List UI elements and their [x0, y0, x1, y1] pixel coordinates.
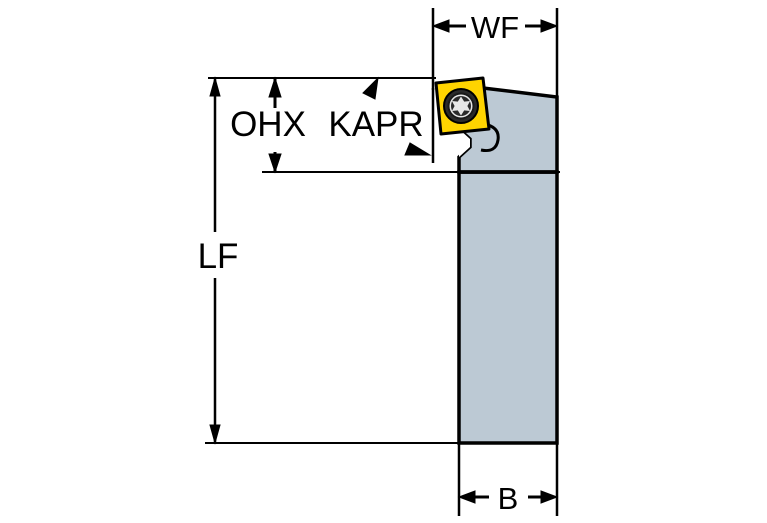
- dimension-label-b: B: [498, 481, 519, 516]
- dimension-label-lf: LF: [198, 237, 239, 276]
- dimension-label-kapr: KAPR: [328, 105, 423, 144]
- arrowhead-b-right: [540, 490, 559, 504]
- toolholder-body: [434, 76, 559, 445]
- dimension-label-ohx: OHX: [230, 105, 306, 144]
- seat-pocket-relief: [459, 129, 470, 157]
- arrowhead-kapr-upper: [362, 76, 379, 100]
- extension-lines: [205, 8, 560, 516]
- dimension-lf: LF: [198, 76, 239, 445]
- dimension-label-wf: WF: [471, 10, 519, 45]
- dimension-wf: WF: [431, 10, 559, 45]
- arrowhead-lf-down: [209, 424, 221, 445]
- shank-rectangle: [457, 170, 559, 445]
- dimension-ohx: OHX: [230, 76, 306, 174]
- dimension-kapr: KAPR: [328, 76, 432, 156]
- arrowhead-b-left: [457, 490, 476, 504]
- torx-star-icon: [451, 96, 471, 116]
- arrowhead-wf-left: [431, 19, 450, 33]
- arrowhead-kapr-lower: [404, 142, 432, 156]
- arrowhead-lf-up: [209, 76, 221, 97]
- cutting-insert: [434, 76, 491, 136]
- arrowhead-wf-right: [540, 19, 559, 33]
- dimension-b: B: [457, 481, 559, 516]
- arrowhead-ohx-up: [268, 76, 282, 98]
- arrowhead-ohx-down: [268, 153, 282, 174]
- insert-clamp-screw: [443, 88, 479, 124]
